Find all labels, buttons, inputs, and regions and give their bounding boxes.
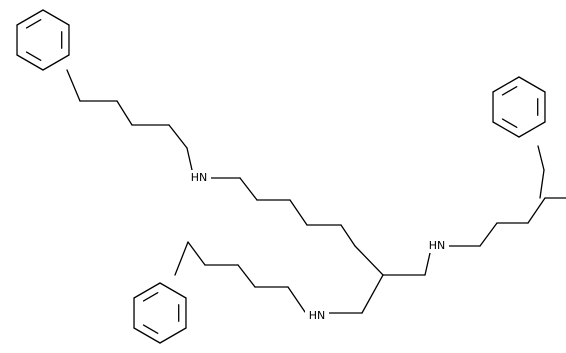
phenyl-ring-right <box>501 86 518 96</box>
phenyl-ring-top-left <box>42 54 70 71</box>
butyl-chain-right <box>479 222 498 247</box>
phenyl-ring-lower <box>133 282 161 299</box>
phenyl-ring-top-left <box>25 19 42 29</box>
atom-label-n3: HN <box>309 309 326 322</box>
phenyl-ring-lower <box>142 324 159 334</box>
phenyl-ring-right <box>492 121 520 138</box>
atom-label-n2: HN <box>429 239 446 252</box>
butyl-chain-right-tail <box>537 145 545 171</box>
atom-label-layer: HN HN HN <box>187 170 449 323</box>
branch-to-right-nh <box>424 252 431 276</box>
atom-label-bg-n1 <box>187 170 211 185</box>
phenyl-ring-lower <box>159 327 187 344</box>
phenyl-ring-lower <box>133 327 161 344</box>
phenyl-ring-top-left <box>42 9 70 26</box>
hexyl-chain-core <box>340 224 356 247</box>
phenyl-ring-right <box>492 76 520 93</box>
atom-label-bg-n2 <box>425 238 449 253</box>
butyl-chain-lower <box>187 241 206 266</box>
phenyl-ring-lower <box>142 292 159 302</box>
phenyl-ring-right <box>501 118 518 128</box>
bond-layer <box>16 9 566 344</box>
phenyl-ring-top-left <box>16 9 44 26</box>
hexyl-chain-core <box>354 245 384 276</box>
phenyl-ring-top-left <box>25 51 42 61</box>
butyl-chain-right-tail <box>539 169 545 199</box>
phenyl-ring-lower <box>159 282 187 299</box>
hexyl-chain-core <box>289 199 308 226</box>
butyl-chain-lower <box>287 286 306 313</box>
butyl-chain-right <box>527 197 546 224</box>
branch-to-lower-nh <box>361 274 384 314</box>
atom-label-bg-n3 <box>305 308 329 323</box>
phenyl-ring-right <box>518 76 546 93</box>
hexyl-chain-core <box>239 177 258 201</box>
atom-label-n1: HN <box>191 171 208 184</box>
butyl-chain-top-left <box>186 147 193 171</box>
butyl-chain-top-left <box>116 100 133 126</box>
butyl-chain-lower <box>174 241 189 276</box>
butyl-chain-lower <box>237 264 256 288</box>
butyl-chain-top-left <box>168 124 188 149</box>
phenyl-ring-top-left <box>16 54 44 71</box>
phenyl-ring-right <box>518 121 546 138</box>
butyl-chain-top-left <box>66 69 81 102</box>
